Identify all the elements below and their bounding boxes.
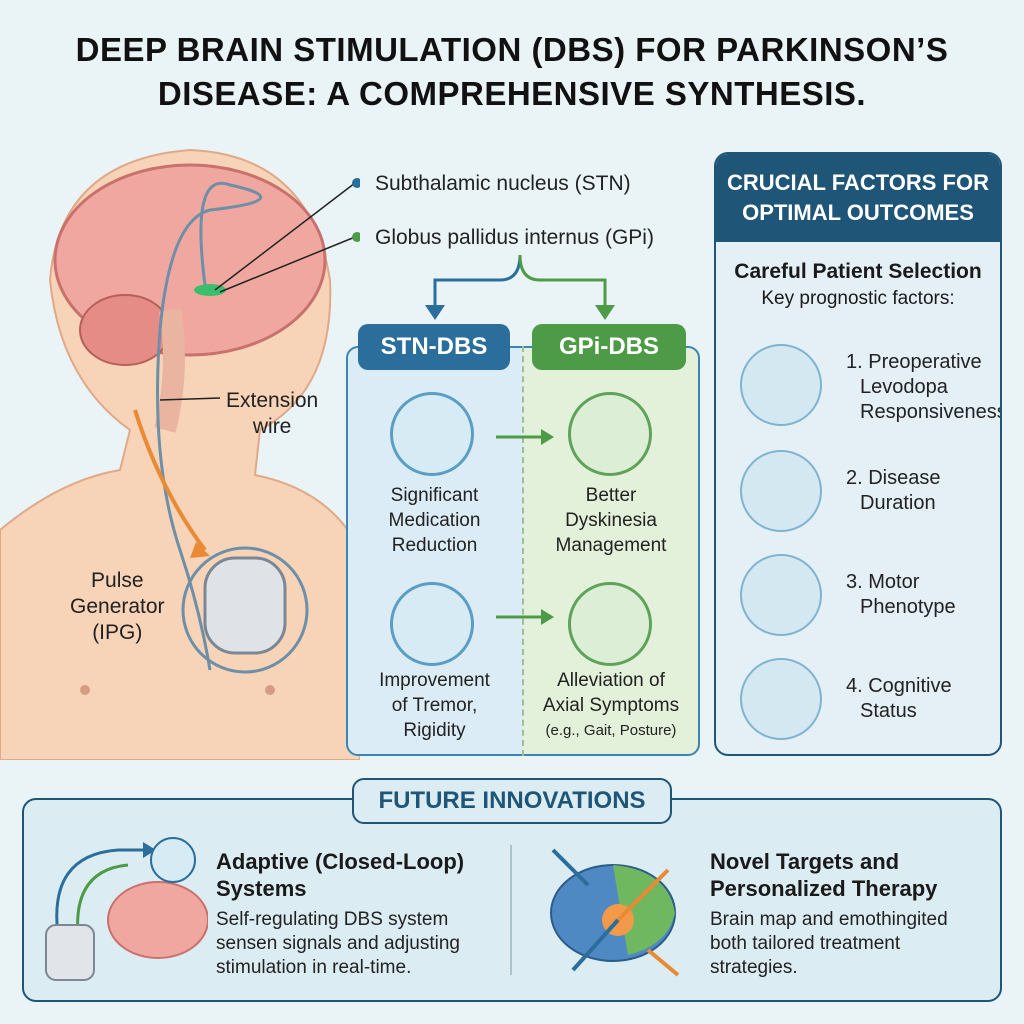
line: 1. Preoperative (846, 351, 982, 373)
comparison-arrows (496, 429, 554, 625)
line: 3. Motor (846, 571, 920, 593)
ipg-line-3: (IPG) (92, 621, 143, 644)
closed-loop-illustration (45, 837, 208, 981)
line: Management (555, 535, 667, 556)
extension-wire-path (156, 181, 263, 671)
ipg-device (203, 556, 287, 655)
timeline-icon (740, 450, 822, 532)
leader-lines (159, 178, 360, 401)
divider (510, 845, 512, 975)
line: Novel Targets and (710, 849, 900, 874)
ipg-line-2: Generator (70, 595, 165, 618)
tremor-hand-icon (390, 582, 474, 666)
tab-stn-dbs: STN-DBS (358, 324, 510, 370)
line: Levodopa (860, 376, 948, 398)
medication-icon (390, 392, 474, 476)
ext-line-1: Extension (226, 389, 319, 412)
patient-selection-title: Careful Patient Selection (734, 260, 982, 283)
divider (522, 346, 524, 756)
line: Systems (216, 876, 307, 901)
anatomy-illustration (0, 148, 360, 760)
line: Reduction (391, 535, 478, 556)
cognitive-brain-icon (740, 658, 822, 740)
gpi-label: Globus pallidus internus (GPi) (375, 226, 654, 249)
header-line-2: OPTIMAL OUTCOMES (742, 200, 974, 225)
line: both tailored treatment (710, 933, 901, 954)
line: of Tremor, (391, 695, 478, 716)
orange-arrow (133, 409, 207, 552)
ipg-line-1: Pulse (91, 569, 144, 592)
line: Self-regulating DBS system (216, 909, 449, 930)
line: Dyskinesia (565, 510, 657, 531)
tab-gpi-dbs: GPi-DBS (532, 324, 686, 370)
line: stimulation in real-time. (216, 957, 412, 978)
future-innovations-tab: FUTURE INNOVATIONS (352, 778, 672, 824)
stn-benefit-2: Improvement of Tremor, Rigidity (352, 668, 517, 743)
line: Rigidity (403, 720, 466, 741)
line: Duration (860, 492, 936, 514)
dyskinesia-hand-icon (568, 392, 652, 476)
levodopa-chart-icon (740, 344, 822, 426)
title-line-2: DISEASE: A COMPREHENSIVE SYNTHESIS. (157, 75, 867, 112)
walking-icon (568, 582, 652, 666)
line: Improvement (379, 670, 490, 691)
novel-targets-text: Brain map and emothingited both tailored … (710, 908, 948, 980)
gpi-benefit-2: Alleviation of Axial Symptoms (e.g., Gait,… (526, 668, 696, 743)
line: Significant (390, 485, 479, 506)
title-line-1: DEEP BRAIN STIMULATION (DBS) FOR PARKINS… (75, 31, 949, 68)
line: Medication (388, 510, 481, 531)
line: Adaptive (Closed-Loop) (216, 849, 465, 874)
line: sensen signals and adjusting (216, 933, 461, 954)
split-arrows (425, 254, 615, 320)
adaptive-title: Adaptive (Closed-Loop)Systems (216, 848, 464, 902)
factors-panel: CRUCIAL FACTORS FOR OPTIMAL OUTCOMES Care… (714, 152, 1002, 756)
prognostic-factors-subtitle: Key prognostic factors: (761, 288, 955, 309)
header-line-1: CRUCIAL FACTORS FOR (727, 170, 989, 195)
brainstem (154, 308, 185, 433)
line: Axial Symptoms (542, 695, 680, 716)
line: Status (860, 700, 917, 722)
line: Personalized Therapy (710, 876, 938, 901)
page-title: DEEP BRAIN STIMULATION (DBS) FOR PARKINS… (0, 28, 1024, 116)
line: Responsiveness (860, 401, 1002, 423)
brain-map-illustration (550, 848, 680, 977)
line: Brain map and emothingited (710, 909, 948, 930)
ext-line-2: wire (252, 415, 292, 438)
line: Phenotype (860, 596, 956, 618)
line: 4. Cognitive (846, 675, 952, 697)
line: 2. Disease (846, 467, 941, 489)
line: (e.g., Gait, Posture) (545, 722, 677, 739)
extension-wire-label: Extension wire (226, 388, 318, 440)
adaptive-text: Self-regulating DBS system sensen signals… (216, 908, 460, 980)
line: Alleviation of (557, 670, 665, 691)
stn-label: Subthalamic nucleus (STN) (375, 172, 631, 195)
line: Better (585, 485, 637, 506)
factors-header: CRUCIAL FACTORS FOR OPTIMAL OUTCOMES (716, 154, 1000, 242)
motor-phenotype-icon (740, 554, 822, 636)
line: strategies. (710, 957, 798, 978)
